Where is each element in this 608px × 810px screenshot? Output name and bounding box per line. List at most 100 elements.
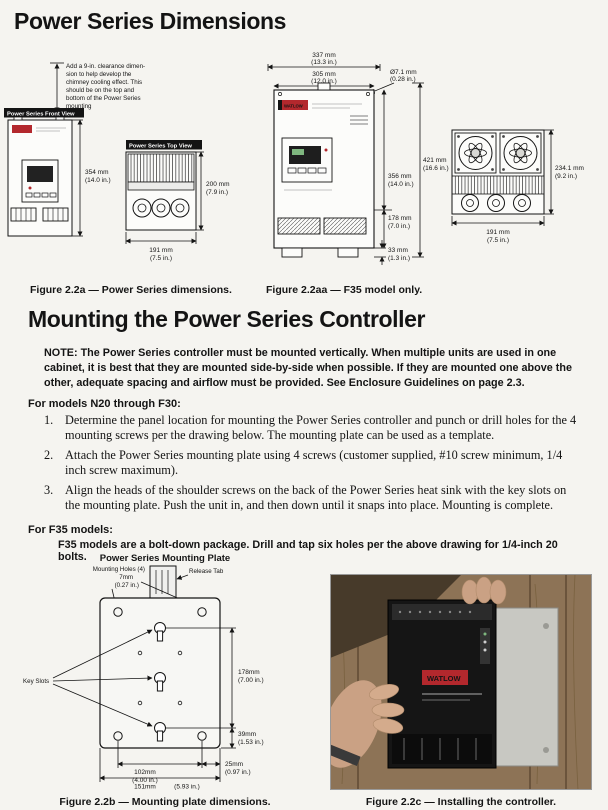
fan-housing (499, 132, 542, 174)
plate-hole (543, 747, 549, 753)
clearance-note-line: chimney cooling effect. This (66, 79, 142, 86)
models-header: For models N20 through F30: (28, 398, 181, 410)
figure-2-2aa-caption: Figure 2.2aa — F35 model only. (266, 284, 423, 296)
mounting-hole (197, 731, 207, 741)
figure-2-2b-caption: Figure 2.2b — Mounting plate dimensions. (59, 796, 271, 808)
watlow-logo-block (282, 100, 308, 110)
figure-2-2aa-front-drawing: 337 mm (13.3 in.) 305 mm (12.0 in.) Ø7.1… (267, 52, 449, 265)
dim-421-line (412, 82, 424, 258)
key-slots-label: Key Slots (23, 678, 49, 685)
dim-337-in: (13.3 in.) (311, 59, 337, 66)
dim-178-mm: 178 mm (388, 215, 411, 222)
dim-191-fan-in: (7.5 in.) (487, 237, 509, 244)
top-view-label-bg (126, 140, 202, 150)
list-item: 2. Attach the Power Series mounting plat… (44, 448, 580, 478)
dim-39mm: 39mm (238, 731, 256, 738)
dim-39mm-in: (1.53 in.) (238, 739, 264, 746)
clearance-note-line: bottom of the Power Series (66, 95, 141, 102)
controller-in-photo (387, 599, 497, 769)
dim-337-mm: 337 mm (312, 52, 335, 59)
dim-25mm: 25mm (225, 761, 243, 768)
dim-33-line (374, 240, 386, 265)
step-text: Determine the panel location for mountin… (65, 413, 577, 442)
f35-text: F35 models are a bolt-down package. Dril… (58, 539, 558, 563)
terminal-block (42, 207, 69, 222)
controller-top-view (125, 151, 197, 231)
step-number: 2. (44, 448, 54, 462)
dim-hole-mm: Ø7.1 mm (390, 69, 417, 76)
watlow-logo-block (422, 670, 468, 685)
dim-25mm-in: (0.97 in.) (225, 769, 251, 776)
page-title: Power Series Dimensions (14, 8, 287, 34)
mounting-holes-line1: Mounting Holes (4) (93, 566, 145, 573)
mounting-holes-line3: (0.27 in.) (115, 582, 139, 589)
key-slots-leaders (52, 629, 153, 727)
f35-front-view (273, 82, 375, 258)
mounting-holes-label: Mounting Holes (4) 7mm (0.27 in.) (93, 566, 145, 589)
dim-234-mm: 234.1 mm (555, 165, 584, 172)
figure-2-2a-caption: Figure 2.2a — Power Series dimensions. (30, 284, 232, 296)
f35-header: For F35 models: (28, 524, 113, 536)
dim-hole-in: (0.28 in.) (390, 76, 416, 83)
controller-front-view (7, 116, 73, 237)
figure-2-2a-drawing: Add a 9-in. clearance dimen- sion to hel… (4, 62, 229, 262)
installer-hands (330, 576, 507, 768)
release-tab-label: Release Tab (189, 568, 224, 575)
dim-191-line (125, 232, 197, 244)
dim-234-line (544, 129, 554, 215)
mounting-plate (99, 597, 221, 749)
front-view-label-bg (4, 108, 84, 118)
f35-top-view (451, 129, 545, 215)
mounting-hole (113, 607, 123, 617)
dim-102mm-in: (4.00 in.) (132, 777, 158, 784)
dim-151mm: 151mm (134, 784, 156, 791)
dim-200-line (196, 151, 204, 231)
dim-191-in: (7.5 in.) (150, 255, 172, 262)
release-tab (149, 565, 177, 599)
dim-234-in: (9.2 in.) (555, 173, 577, 180)
clearance-note: Add a 9-in. clearance dimen- sion to hel… (66, 63, 145, 110)
step-text: Align the heads of the shoulder screws o… (65, 483, 567, 512)
dim-337-line (267, 64, 381, 71)
dim-421-in: (16.6 in.) (423, 165, 449, 172)
wristwatch (330, 743, 361, 767)
figure-2-2aa-fan-drawing: 234.1 mm (9.2 in.) 191 mm (7.5 in.) (451, 129, 584, 244)
clearance-note-line: Add a 9-in. clearance dimen- (66, 63, 145, 70)
dim-151mm-in: (5.93 in.) (174, 784, 200, 791)
front-view-label: Power Series Front View (7, 112, 75, 118)
terminal-strip (277, 217, 321, 235)
release-tab-leader (176, 574, 189, 580)
heatsink-fins (451, 175, 545, 195)
mounting-foot (337, 247, 359, 258)
dim-200-in: (7.9 in.) (206, 189, 228, 196)
figure-2-2c-photo: WATLOW (330, 574, 592, 790)
mounting-plate-title: Power Series Mounting Plate (100, 553, 230, 564)
dim-421-mm: 421 mm (423, 157, 446, 164)
dim-356-in: (14.0 in.) (388, 181, 414, 188)
terminal-block (10, 207, 37, 222)
mounting-foot (281, 247, 303, 258)
dim-305-in: (12.0 in.) (311, 78, 337, 85)
dim-33-in: (1.3 in.) (388, 255, 410, 262)
section-title: Mounting the Power Series Controller (28, 306, 426, 332)
photo-border (330, 574, 592, 790)
fan-icon (503, 136, 538, 170)
dim-191-fan-line (451, 216, 545, 226)
instruction-list: 1. Determine the panel location for moun… (44, 413, 580, 518)
figure-2-2c-caption: Figure 2.2c — Installing the controller. (365, 796, 557, 808)
dim-33-mm: 33 mm (388, 247, 408, 254)
dim-bottom-lines (99, 741, 221, 782)
dim-191-mm: 191 mm (149, 247, 172, 254)
fan-housing (454, 132, 497, 174)
fan-icon (458, 136, 493, 170)
plate-hole (543, 623, 549, 629)
list-item: 1. Determine the panel location for moun… (44, 413, 580, 443)
clearance-note-line: sion to help develop the (66, 71, 132, 78)
mounting-hole (113, 731, 123, 741)
dim-354-line (72, 119, 83, 237)
dim-178mm: 178mm (238, 669, 260, 676)
top-view-label: Power Series Top View (129, 144, 192, 150)
dim-178-in: (7.0 in.) (388, 223, 410, 230)
watlow-logo-block (12, 125, 32, 133)
